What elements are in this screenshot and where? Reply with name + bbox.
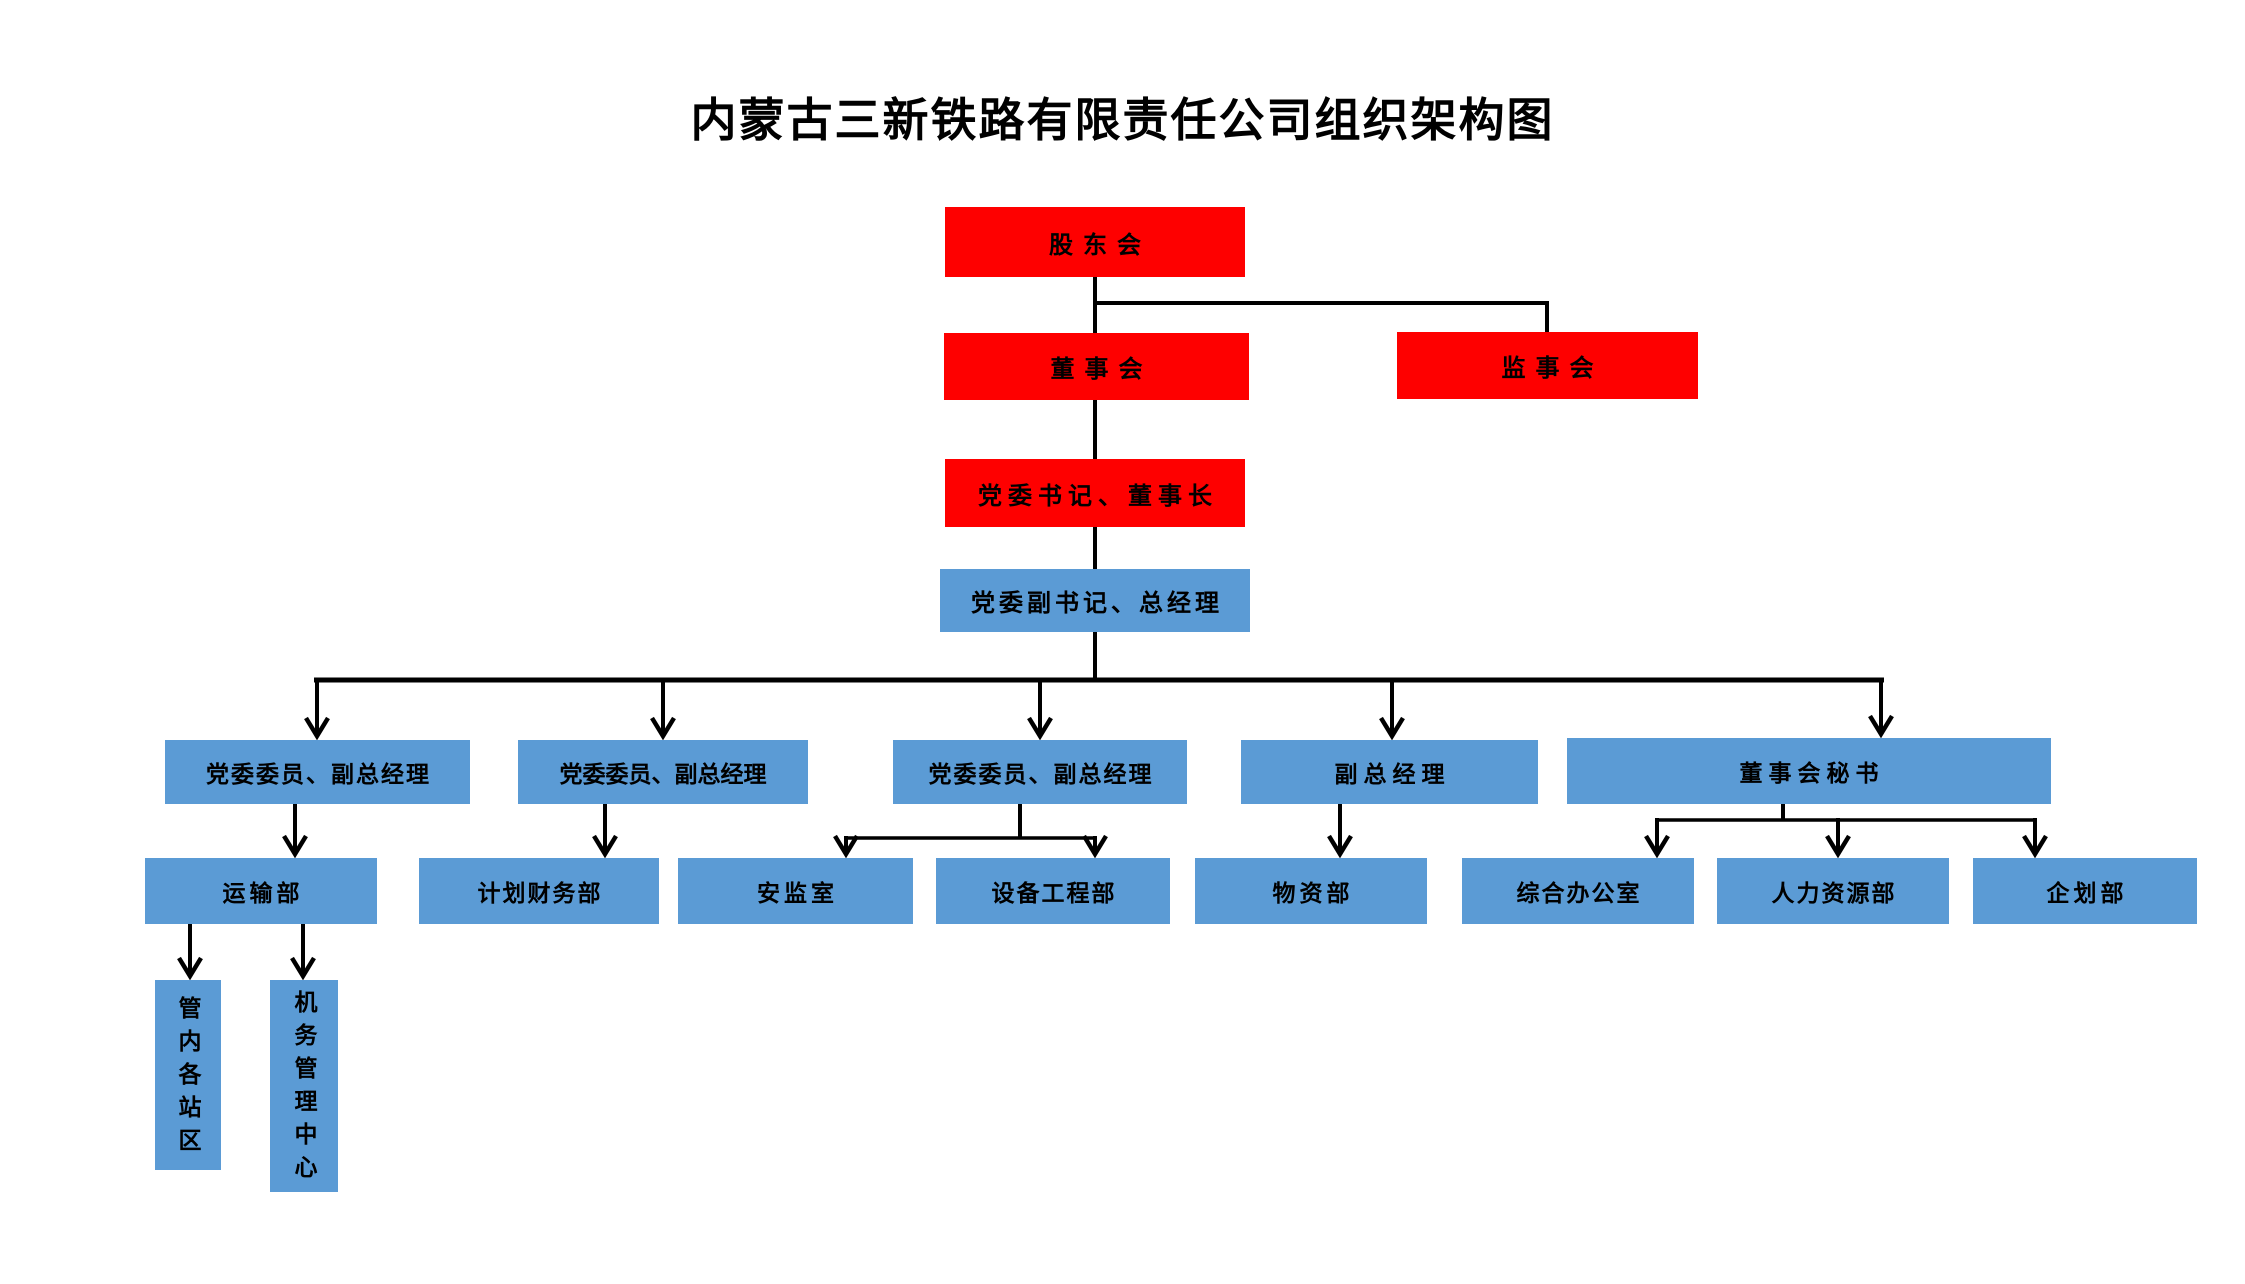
node-party-secretary-chairman: 党委书记、董事长 [945,459,1245,527]
node-committee-deputy-gm-2: 党委委员、副总经理 [518,740,808,804]
node-safety-office: 安监室 [678,858,913,924]
node-committee-deputy-gm-3: 党委委员、副总经理 [893,740,1187,804]
node-deputy-gm: 副总经理 [1241,740,1538,804]
node-deputy-secretary-gm: 党委副书记、总经理 [940,569,1250,632]
node-planning-finance-dept: 计划财务部 [419,858,659,924]
node-board: 董事会 [944,333,1249,400]
node-supervisory: 监事会 [1397,332,1698,399]
node-materials-dept: 物资部 [1195,858,1427,924]
node-station-areas: 管内各站区 [155,980,221,1170]
node-shareholders: 股东会 [945,207,1245,277]
node-board-secretary: 董事会秘书 [1567,738,2051,804]
node-equipment-engineering-dept: 设备工程部 [936,858,1170,924]
node-locomotive-mgmt-center: 机务管理中心 [270,980,338,1192]
node-transport-dept: 运输部 [145,858,377,924]
node-general-office: 综合办公室 [1462,858,1694,924]
page-title: 内蒙古三新铁路有限责任公司组织架构图 [690,95,1555,146]
node-committee-deputy-gm-1: 党委委员、副总经理 [165,740,470,804]
node-hr-dept: 人力资源部 [1717,858,1949,924]
node-planning-dept: 企划部 [1973,858,2197,924]
